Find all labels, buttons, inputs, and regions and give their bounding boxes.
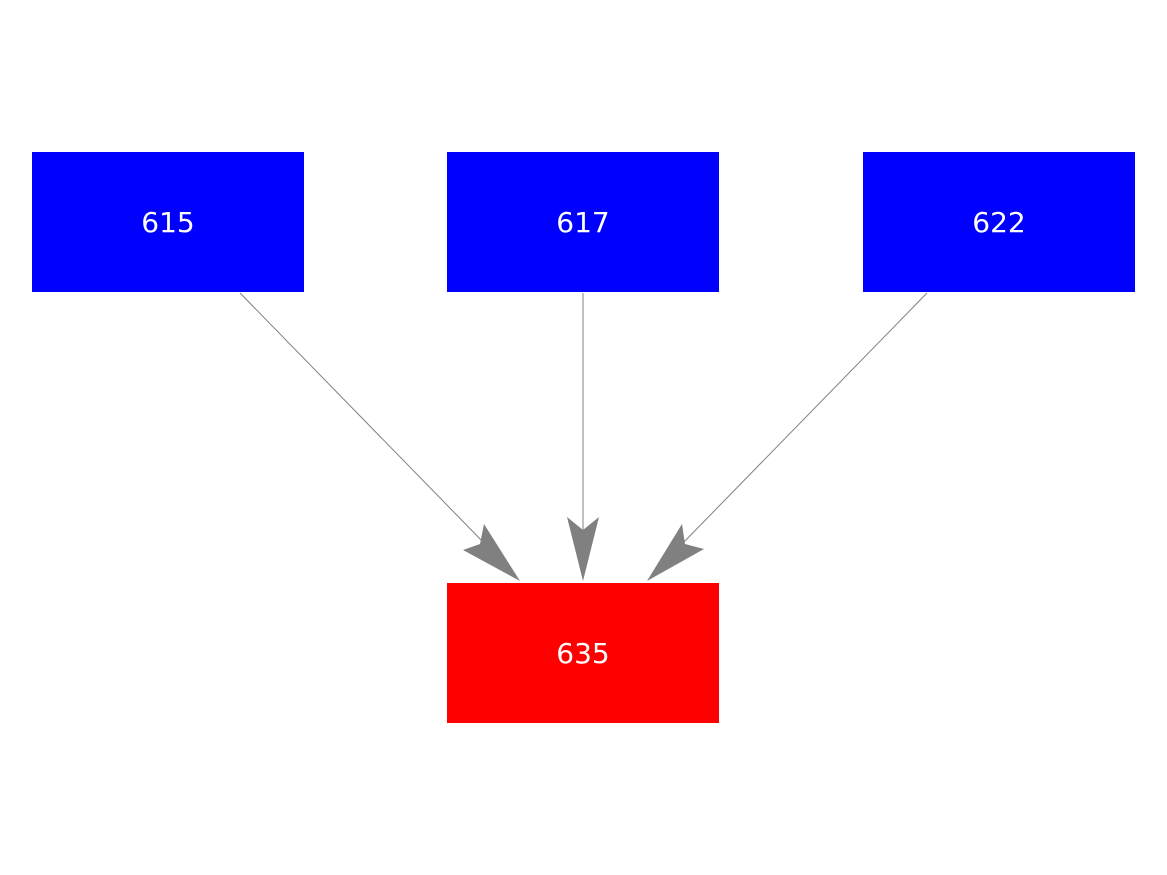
node-617-label: 617 xyxy=(556,205,610,239)
node-635-label: 635 xyxy=(556,636,610,670)
edge-622-635-line xyxy=(681,292,928,545)
node-617: 617 xyxy=(447,152,719,292)
node-622: 622 xyxy=(863,152,1135,292)
edge-617-635-arrowhead xyxy=(567,517,599,581)
node-635: 635 xyxy=(447,583,719,723)
node-615-label: 615 xyxy=(141,205,195,239)
edge-615-635-arrowhead xyxy=(463,524,520,581)
edge-615-635-line xyxy=(239,292,486,545)
edge-622-635-arrowhead xyxy=(647,524,704,581)
node-615: 615 xyxy=(32,152,304,292)
node-622-label: 622 xyxy=(972,205,1026,239)
